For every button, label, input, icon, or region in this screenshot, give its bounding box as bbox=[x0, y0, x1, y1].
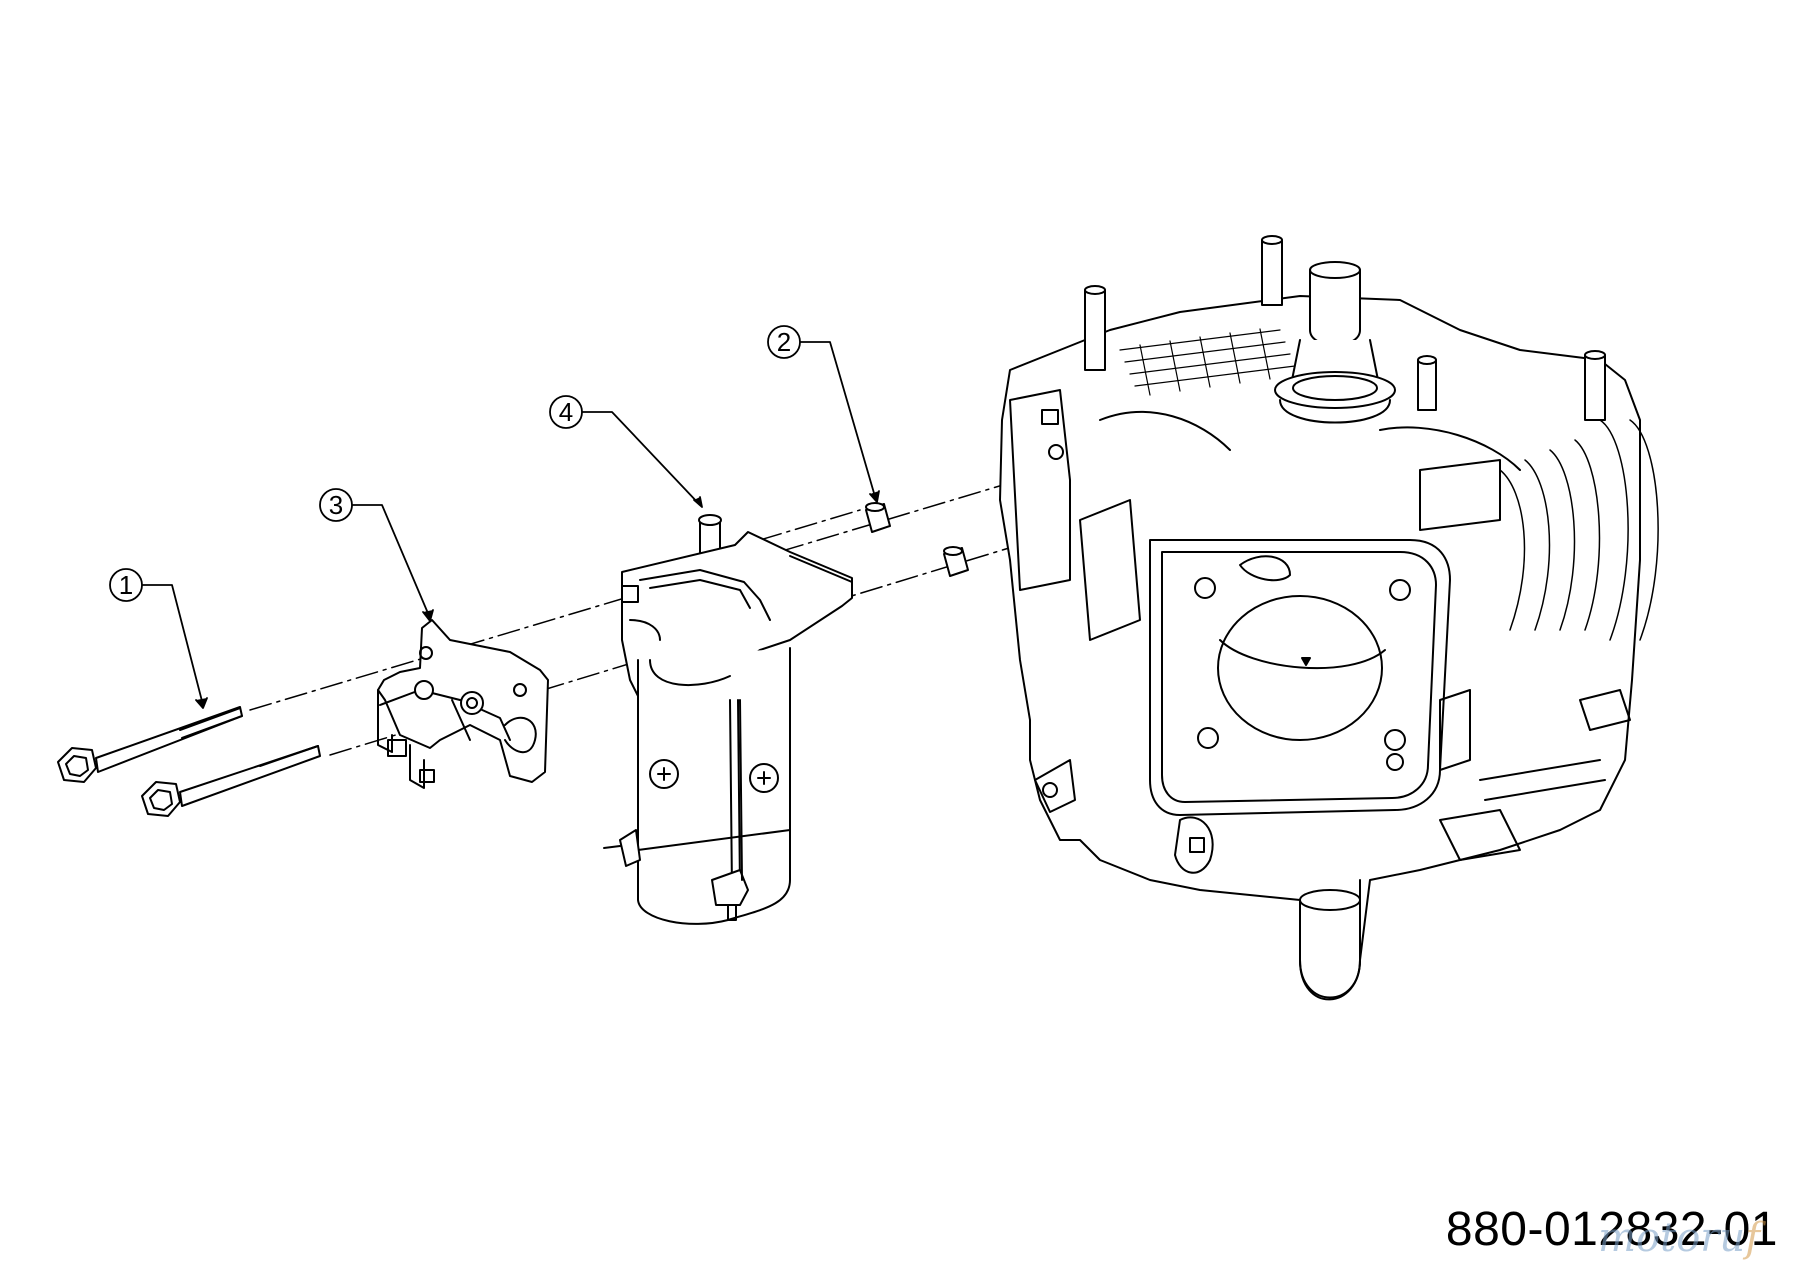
bolt-part bbox=[141, 745, 321, 817]
drawing-number: 880-012832-01 bbox=[1445, 1203, 1778, 1256]
leader-lines bbox=[141, 341, 880, 709]
bracket-part bbox=[377, 619, 549, 789]
callout-circle-2 bbox=[767, 325, 801, 359]
bolt-part bbox=[57, 706, 243, 783]
callout-label-3: 3 bbox=[329, 490, 343, 520]
watermark-text-b: f bbox=[1745, 1215, 1760, 1261]
watermark-logo: motoruf bbox=[1598, 1218, 1760, 1258]
callout-circles bbox=[109, 325, 801, 602]
dowel-pin-part bbox=[865, 502, 969, 577]
watermark-text-a: motoru bbox=[1598, 1215, 1746, 1261]
starter-motor-part bbox=[603, 514, 853, 925]
callout-label-1: 1 bbox=[119, 570, 133, 600]
callout-circle-1 bbox=[109, 568, 143, 602]
callout-label-4: 4 bbox=[559, 397, 573, 427]
callout-circle-3 bbox=[319, 488, 353, 522]
callout-label-2: 2 bbox=[777, 327, 791, 357]
callout-circle-4 bbox=[549, 395, 583, 429]
engine-block bbox=[999, 235, 1659, 1001]
